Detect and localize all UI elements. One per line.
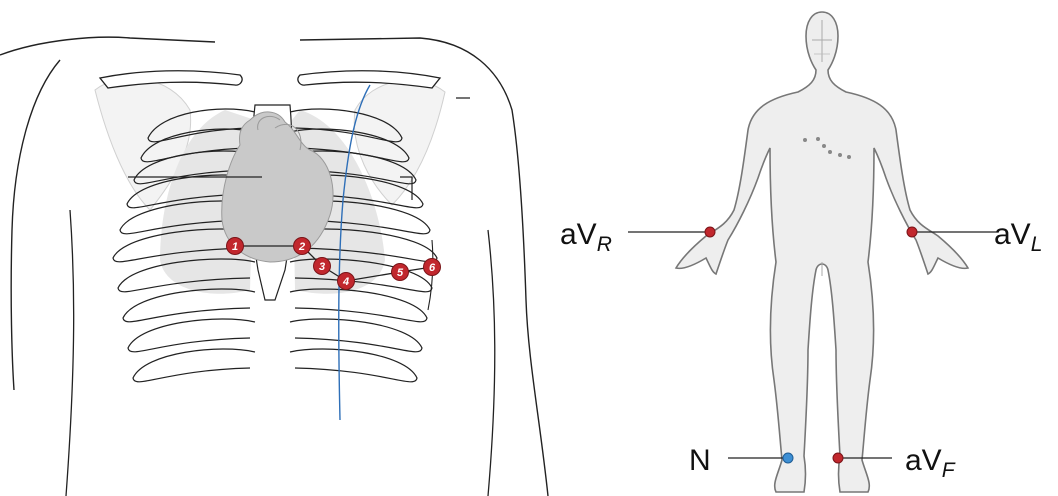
- right-flank-outline: [488, 230, 495, 496]
- torso-dot-4: [828, 150, 832, 154]
- avf-label-main: aV: [905, 444, 942, 477]
- body-silhouette: [676, 12, 968, 492]
- avl-electrode: [907, 227, 917, 237]
- avf-label: aVF: [905, 444, 956, 482]
- avr-electrode: [705, 227, 715, 237]
- right-rib: [290, 319, 422, 352]
- avl-label: aVL: [994, 218, 1042, 256]
- precordial-electrode-v4: 4: [338, 273, 355, 290]
- electrode-v2-label: 2: [298, 241, 305, 253]
- electrode-v5-label: 5: [397, 267, 404, 279]
- precordial-electrode-v5: 5: [392, 264, 409, 281]
- precordial-electrode-v2: 2: [294, 238, 311, 255]
- avf-electrode: [833, 453, 843, 463]
- chest-illustration: 1 2 3 4 5 6: [0, 37, 548, 496]
- avl-label-main: aV: [994, 218, 1031, 251]
- avl-label-sub: L: [1031, 233, 1043, 256]
- precordial-electrode-v1: 1: [227, 238, 244, 255]
- electrode-v3-label: 3: [319, 261, 325, 273]
- torso-dot-6: [847, 155, 851, 159]
- avf-label-sub: F: [942, 459, 956, 482]
- left-clavicle: [100, 71, 242, 88]
- left-arm-outline: [11, 60, 60, 390]
- right-rib: [290, 349, 417, 382]
- left-rib: [133, 349, 255, 382]
- left-flank-outline: [66, 210, 74, 496]
- right-rib: [290, 289, 427, 322]
- avr-label: aVR: [560, 218, 612, 256]
- torso-dot-5: [838, 153, 842, 157]
- electrode-v4-label: 4: [342, 276, 349, 288]
- n-label: N: [689, 444, 711, 477]
- precordial-electrode-v3: 3: [314, 258, 331, 275]
- torso-dot-1: [803, 138, 807, 142]
- left-rib: [128, 319, 255, 352]
- torso-dot-2: [816, 137, 820, 141]
- electrode-v6-label: 6: [429, 262, 436, 274]
- avr-label-sub: R: [597, 233, 612, 256]
- avr-label-main: aV: [560, 218, 597, 251]
- n-label-main: N: [689, 444, 711, 477]
- n-electrode: [783, 453, 793, 463]
- body-figure: [676, 12, 968, 492]
- torso-dot-3: [822, 144, 826, 148]
- left-rib: [123, 289, 255, 322]
- precordial-electrode-v6: 6: [424, 259, 441, 276]
- electrode-v1-label: 1: [232, 241, 238, 253]
